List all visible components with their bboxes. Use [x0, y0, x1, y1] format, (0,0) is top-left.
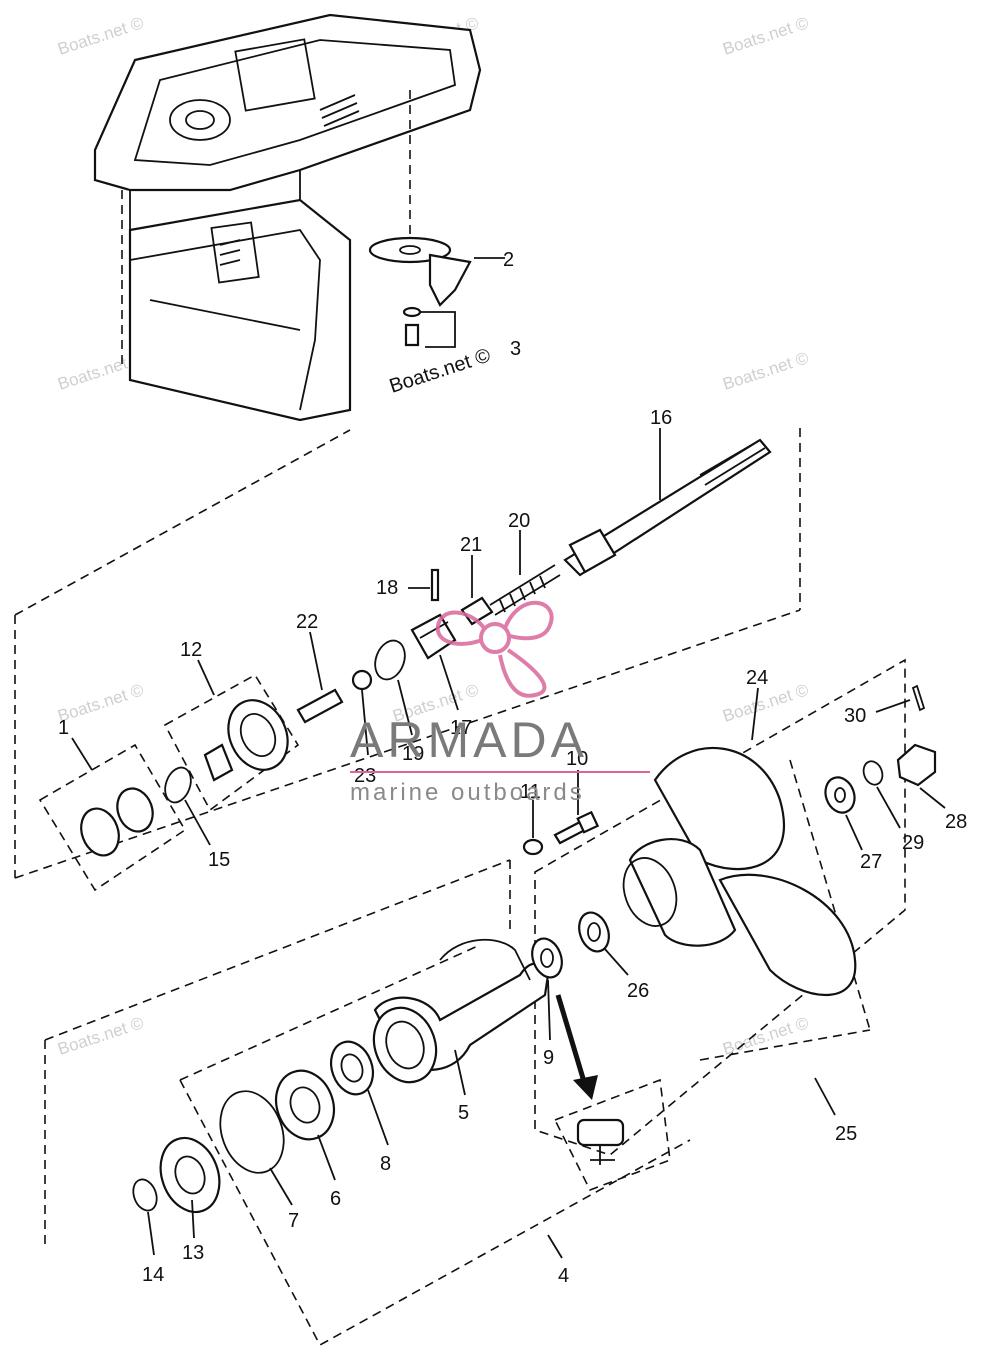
callout-14: 14: [142, 1264, 164, 1286]
bolt-and-washer: 10 11: [520, 748, 600, 856]
callout-3: 3: [510, 338, 521, 360]
brand-tagline: marine outboards: [350, 779, 585, 806]
spacer-26: 26: [578, 911, 649, 1002]
spring: 20: [489, 510, 561, 616]
brand-overlay: ARMADA marine outboards: [350, 600, 650, 806]
lower-casing: [93, 13, 482, 422]
bracket-caption: Boats.net ©: [387, 344, 494, 397]
callout-18: 18: [376, 577, 398, 599]
needle-bearing: 8: [329, 1040, 391, 1175]
callout-26: 26: [627, 980, 649, 1002]
watermark-text: Boats.net ©: [720, 1013, 811, 1059]
bearing-housing: 5: [372, 938, 550, 1124]
callout-2: 2: [503, 249, 514, 271]
forward-gear: 13: [159, 1136, 221, 1264]
callout-6: 6: [330, 1188, 341, 1210]
callout-24: 24: [746, 667, 768, 689]
drive-shaft: 16: [563, 407, 772, 577]
callout-16: 16: [650, 407, 672, 429]
seal-detail-arrow: [553, 994, 671, 1192]
callout-25: 25: [835, 1123, 857, 1145]
watermark-text: Boats.net ©: [55, 1013, 146, 1059]
callout-19: 19: [402, 743, 424, 765]
prop-nut-hardware: 27 29 28 30: [824, 684, 967, 873]
callout-21: 21: [460, 534, 482, 556]
callout-20: 20: [508, 510, 530, 532]
callout-7: 7: [288, 1210, 299, 1232]
watermark-text: Boats.net ©: [55, 13, 146, 59]
group-leaders: 4 25: [547, 1077, 857, 1287]
oil-seal: 9: [531, 937, 563, 1069]
callout-12: 12: [180, 639, 202, 661]
callout-13: 13: [182, 1242, 204, 1264]
o-ring: 7: [219, 1090, 299, 1232]
callout-23: 23: [354, 765, 376, 787]
slider-part: 21: [460, 534, 494, 626]
callout-11: 11: [520, 781, 541, 803]
callout-10: 10: [566, 748, 588, 770]
callout-17: 17: [450, 717, 472, 739]
callout-22: 22: [296, 611, 318, 633]
propeller: 24: [622, 667, 857, 996]
callout-1: 1: [58, 717, 69, 739]
cross-pin-ring: 19: [374, 639, 424, 765]
callout-30: 30: [844, 705, 866, 727]
callout-5: 5: [458, 1102, 469, 1124]
ball-bearing: 6: [274, 1069, 341, 1210]
callout-28: 28: [945, 811, 967, 833]
callout-15: 15: [208, 849, 230, 871]
watermark-text: Boats.net ©: [720, 13, 811, 59]
brand-name: ARMADA: [350, 712, 588, 768]
steel-ball: 23: [351, 669, 376, 787]
taper-bearing: 1: [38, 717, 187, 892]
plunger: 22: [296, 611, 344, 724]
watermark-text: Boats.net ©: [720, 348, 811, 394]
callout-8: 8: [380, 1153, 391, 1175]
callout-9: 9: [543, 1047, 554, 1069]
propeller-group-outline: [534, 658, 906, 1156]
propeller-logo-icon: [435, 600, 554, 698]
cross-pin: 18: [376, 568, 440, 602]
reverse-gear-group: 12: [163, 639, 300, 812]
clutch-dog: 17: [410, 613, 472, 739]
callout-4: 4: [558, 1265, 569, 1287]
callout-29: 29: [902, 832, 924, 854]
callout-27: 27: [860, 851, 882, 873]
shim-14: 14: [132, 1178, 164, 1286]
shim-15: 15: [164, 766, 230, 871]
